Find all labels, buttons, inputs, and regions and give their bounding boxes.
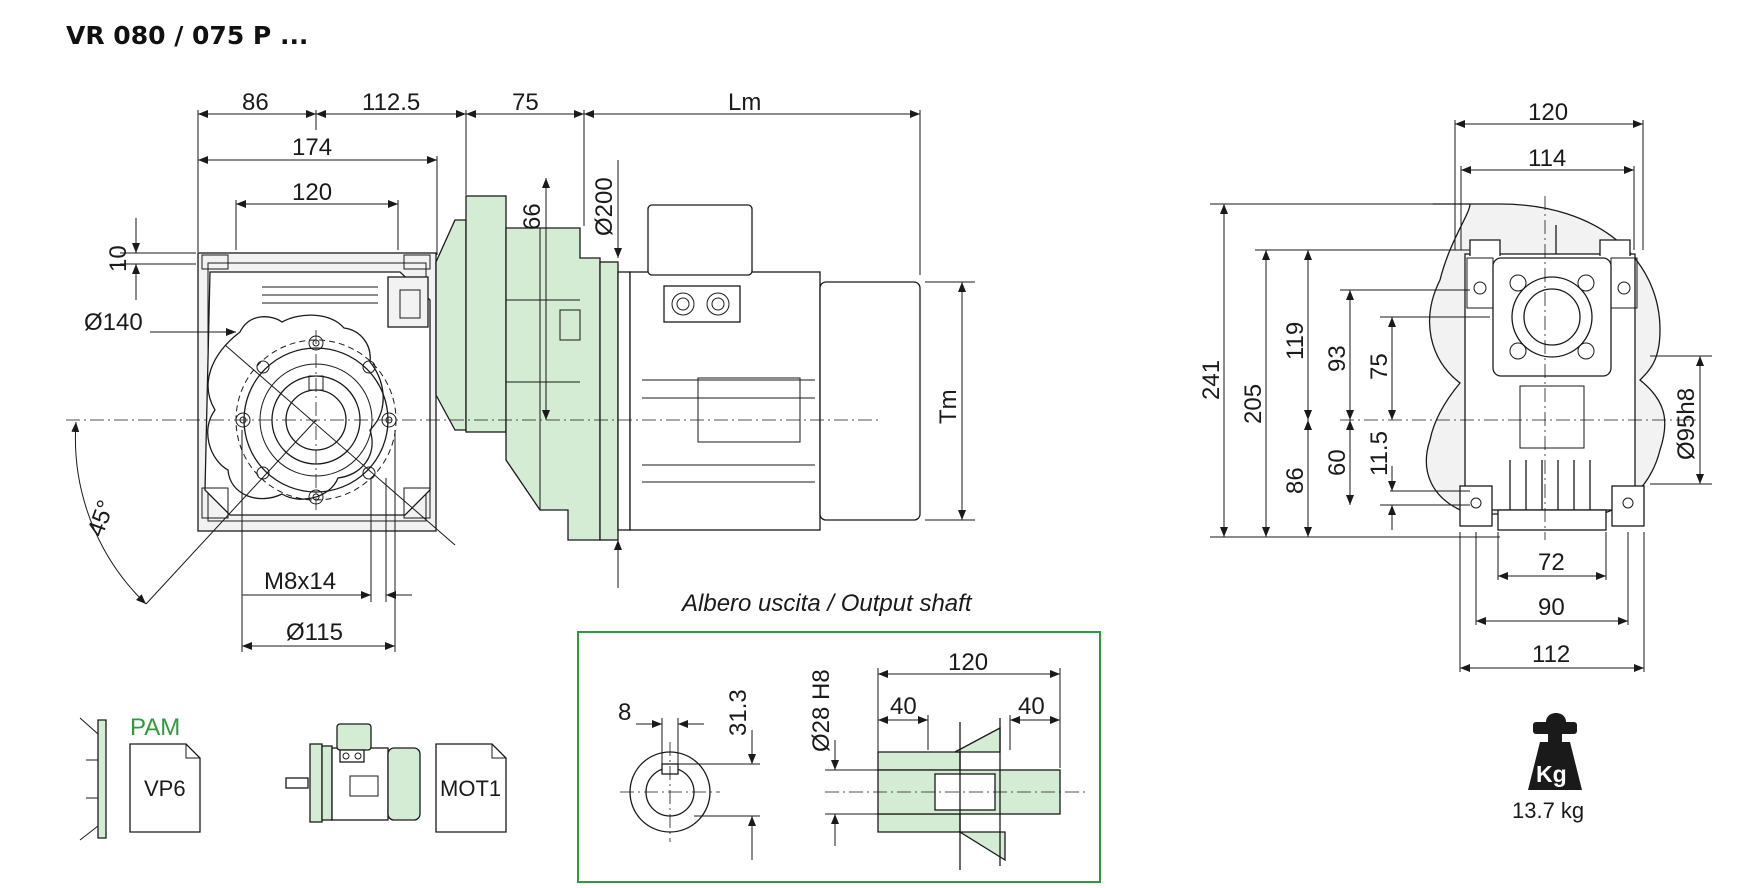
os-dim-31-3: 31.3	[725, 689, 752, 736]
fv-dim-60: 60	[1324, 449, 1351, 476]
dim-d115: Ø115	[286, 619, 343, 646]
adapter-body	[505, 227, 601, 541]
dim-d140: Ø140	[84, 309, 143, 336]
motor-adapter-flange	[435, 219, 467, 431]
dim-86: 86	[242, 89, 269, 116]
weight-value: 13.7 kg	[1512, 798, 1584, 823]
dim-d200: Ø200	[591, 177, 618, 236]
os-dim-40-right: 40	[1018, 693, 1045, 720]
vp6-doc-icon	[129, 743, 201, 833]
dim-45: 45°	[82, 497, 120, 540]
fv-dim-119: 119	[1282, 322, 1309, 360]
fv-dim-75: 75	[1366, 353, 1393, 380]
output-shaft-panel: Albero uscita / Output shaft 8 31.3	[577, 590, 1101, 883]
fv-dim-72: 72	[1538, 549, 1565, 576]
front-view: 120 114 241 205 119 86 93 60 75 11.5 Ø95…	[1198, 99, 1712, 672]
vp6-label: VP6	[144, 776, 186, 801]
fv-dim-86: 86	[1282, 467, 1309, 494]
os-dim-d28h8: Ø28 H8	[808, 669, 835, 752]
fv-dim-112: 112	[1532, 641, 1570, 668]
dim-112-5: 112.5	[362, 89, 420, 116]
side-view: 86 112.5 75 Lm 174 120 10 66 Ø200 Ø140 4…	[66, 89, 975, 652]
fv-dim-241: 241	[1198, 360, 1225, 400]
fv-dim-114: 114	[1528, 145, 1566, 172]
dim-10: 10	[105, 245, 132, 272]
fv-dim-d95h8: Ø95h8	[1673, 388, 1700, 460]
dim-120: 120	[292, 179, 332, 206]
fv-dim-11-5: 11.5	[1366, 431, 1393, 476]
mot1-doc-icon	[435, 743, 507, 833]
pam-label: PAM	[130, 714, 180, 741]
fv-dim-90: 90	[1538, 594, 1565, 621]
page-title: VR 080 / 075 P ...	[66, 21, 308, 50]
terminal-box	[647, 204, 753, 276]
fv-dim-120: 120	[1528, 99, 1568, 126]
legend: PAM VP6 MOT1 Kg 13.7 kg	[79, 713, 1584, 841]
dim-lm: Lm	[728, 89, 761, 116]
motor-sketch	[285, 723, 421, 823]
dim-tm: Tm	[935, 389, 962, 424]
mot1-label: MOT1	[440, 776, 501, 801]
output-shaft-frame	[577, 631, 1101, 883]
dim-75: 75	[512, 89, 539, 116]
os-dim-120: 120	[948, 649, 988, 676]
os-dim-40-left: 40	[890, 693, 917, 720]
output-shaft-caption: Albero uscita / Output shaft	[680, 590, 973, 617]
pam-flange-sketch	[97, 719, 107, 839]
fv-dim-205: 205	[1240, 384, 1267, 424]
dim-174: 174	[292, 134, 332, 161]
dim-66: 66	[519, 203, 546, 230]
fv-dim-93: 93	[1324, 345, 1351, 372]
dim-m8x14: M8x14	[264, 568, 336, 595]
nameplate	[697, 377, 801, 443]
os-dim-8: 8	[618, 699, 631, 726]
weight-icon-label: Kg	[1536, 761, 1567, 787]
weight-icon	[1528, 713, 1582, 790]
